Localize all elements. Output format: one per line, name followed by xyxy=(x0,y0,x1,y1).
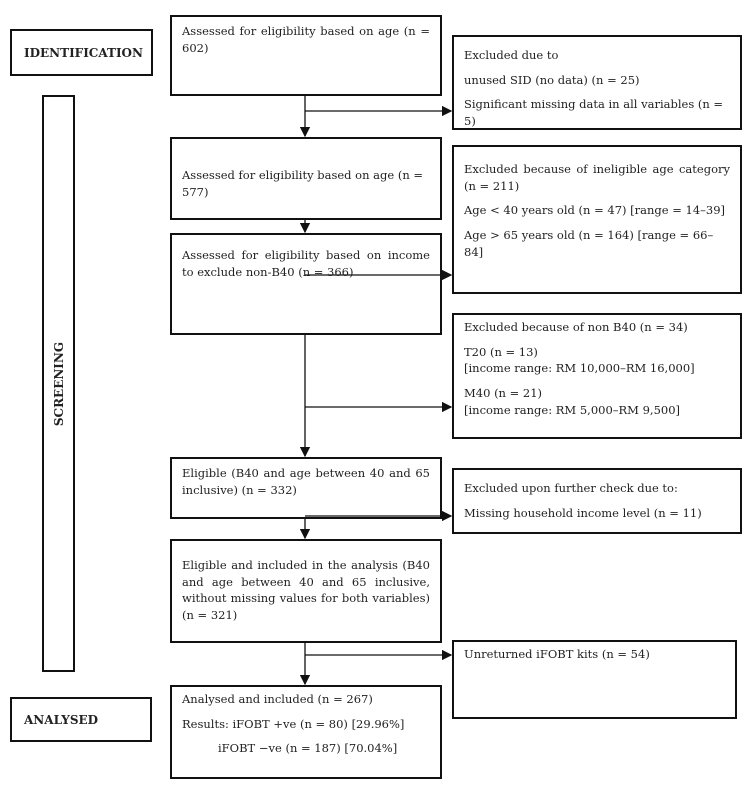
excluded-item: [income range: RM 5,000–RM 9,500] xyxy=(464,402,681,417)
excluded-item: unused SID (no data) (n = 25) xyxy=(464,72,640,87)
box-assessed-income-366: Assessed for eligibility based on income… xyxy=(170,233,442,335)
excluded-heading: Excluded because of non B40 (n = 34) xyxy=(464,320,688,334)
box-assessed-577: Assessed for eligibility based on age (n… xyxy=(170,137,442,220)
screening-text: SCREENING xyxy=(51,341,66,426)
excluded-box-2: Excluded because of ineligible age categ… xyxy=(452,145,742,294)
excluded-box-3: Excluded because of non B40 (n = 34) T20… xyxy=(452,313,742,439)
excluded-heading: Excluded upon further check due to: xyxy=(464,481,678,495)
excluded-box-1: Excluded due to unused SID (no data) (n … xyxy=(452,35,742,130)
excluded-heading: Excluded due to xyxy=(464,48,559,62)
excluded-item: Missing household income level (n = 11) xyxy=(464,505,702,520)
excluded-box-4: Excluded upon further check due to: Miss… xyxy=(452,468,742,534)
excluded-item: Significant missing data in all variable… xyxy=(464,97,724,129)
result-positive: Results: iFOBT +ve (n = 80) [29.96%] xyxy=(182,716,405,731)
box-analysed-267: Analysed and included (n = 267) Results:… xyxy=(170,685,442,779)
excluded-item: Age < 40 years old (n = 47) [range = 14–… xyxy=(464,203,726,218)
identification-label: IDENTIFICATION xyxy=(10,29,153,76)
box-assessed-602: Assessed for eligibility based on age (n… xyxy=(170,15,442,96)
excluded-item: [income range: RM 10,000–RM 16,000] xyxy=(464,361,695,376)
result-negative: iFOBT −ve (n = 187) [70.04%] xyxy=(218,741,398,756)
excluded-item: M40 (n = 21) xyxy=(464,386,543,401)
excluded-item: Age > 65 years old (n = 164) [range = 66… xyxy=(464,228,714,259)
box-eligible-332: Eligible (B40 and age between 40 and 65 … xyxy=(170,457,442,519)
excluded-item: Unreturned iFOBT kits (n = 54) xyxy=(464,647,650,661)
box-included-321: Eligible and included in the analysis (B… xyxy=(170,539,442,643)
excluded-box-5: Unreturned iFOBT kits (n = 54) xyxy=(452,640,737,719)
screening-label: SCREENING xyxy=(42,95,75,672)
analysed-line: Analysed and included (n = 267) xyxy=(182,692,373,706)
excluded-item: T20 (n = 13) xyxy=(464,344,538,359)
excluded-heading: Excluded because of ineligible age categ… xyxy=(464,162,730,193)
analysed-label: ANALYSED xyxy=(10,697,152,742)
